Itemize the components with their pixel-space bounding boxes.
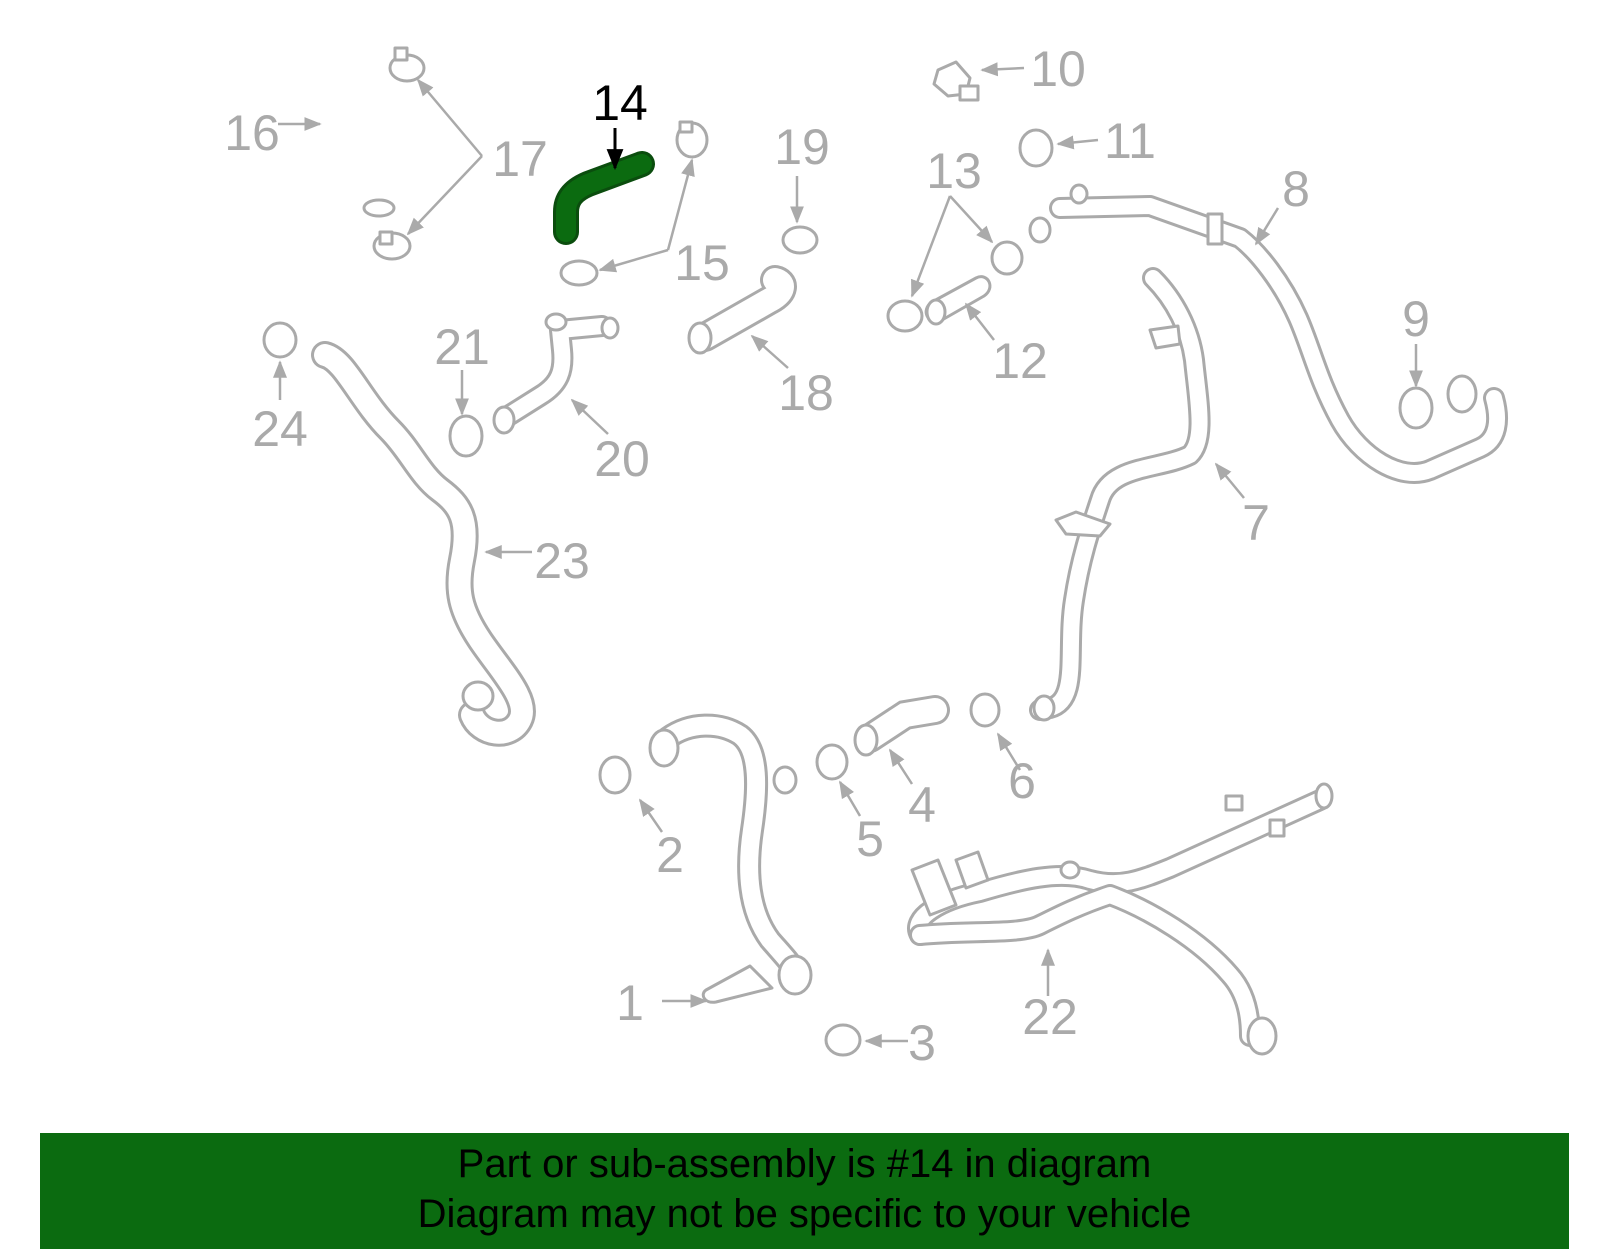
part-23-hose <box>311 341 536 747</box>
part-10-sensor <box>932 60 980 102</box>
callout-11: 11 <box>1104 113 1156 169</box>
callout-23: 23 <box>534 533 590 589</box>
part-3-clamp <box>824 1023 862 1057</box>
callout-5: 5 <box>856 811 884 867</box>
callout-12: 12 <box>992 333 1048 389</box>
part-11-o-ring <box>1018 128 1054 168</box>
callout-13: 13 <box>926 143 982 199</box>
callout-1: 1 <box>616 975 644 1031</box>
leader-lines <box>273 62 1423 1048</box>
callout-22: 22 <box>1022 989 1078 1045</box>
part-21-o-ring <box>448 414 484 458</box>
part-17-clamps <box>372 46 426 261</box>
part-9-o-ring <box>1398 386 1434 430</box>
part-7-pipe <box>1029 267 1211 722</box>
callout-17: 17 <box>492 131 548 187</box>
part-4-hose <box>853 695 950 757</box>
callout-19: 19 <box>774 119 830 175</box>
callout-10: 10 <box>1030 41 1086 97</box>
callout-8: 8 <box>1282 161 1310 217</box>
callout-labels: 1 2 3 4 5 6 7 8 9 10 11 12 13 14 15 16 1… <box>224 41 1430 1071</box>
part-12-connector <box>924 275 992 326</box>
callout-9: 9 <box>1402 291 1430 347</box>
part-14-hose <box>553 151 655 245</box>
part-1-pipe <box>648 713 813 1004</box>
part-22-pipe-assembly <box>907 782 1334 1056</box>
callout-3: 3 <box>908 1015 936 1071</box>
callout-6: 6 <box>1008 753 1036 809</box>
part-19-clamp <box>781 225 819 255</box>
callout-7: 7 <box>1242 495 1270 551</box>
part-18-hose <box>687 265 797 355</box>
callout-15: 15 <box>674 235 730 291</box>
banner-line-disclaimer: Diagram may not be specific to your vehi… <box>417 1192 1192 1236</box>
callout-16: 16 <box>224 105 280 161</box>
callout-4: 4 <box>908 777 936 833</box>
part-8-pipe <box>1028 183 1508 484</box>
part-15-clamps <box>559 120 709 287</box>
callout-24: 24 <box>252 401 308 457</box>
part-6-clamp <box>969 692 1001 728</box>
callout-18: 18 <box>778 365 834 421</box>
callout-2: 2 <box>656 827 684 883</box>
callout-21: 21 <box>434 319 490 375</box>
part-13-clamps <box>886 240 1024 333</box>
part-16-hose <box>313 70 396 222</box>
part-20-fitting <box>492 312 620 435</box>
banner-line-part: Part or sub-assembly is #14 in diagram <box>457 1142 1152 1186</box>
info-banner: Part or sub-assembly is #14 in diagram D… <box>40 1133 1569 1249</box>
part-5-clamp <box>815 743 849 781</box>
part-2-o-ring <box>598 755 632 795</box>
callout-14: 14 <box>592 75 648 131</box>
callout-20: 20 <box>594 431 650 487</box>
part-24-clamp <box>262 321 298 359</box>
